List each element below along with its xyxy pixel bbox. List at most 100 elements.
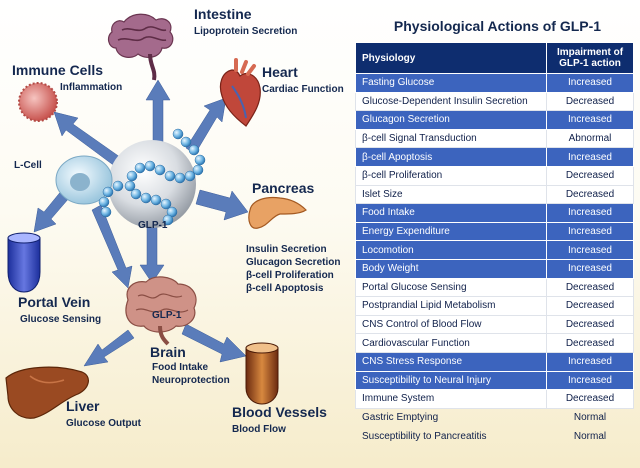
brain-function-2: Neuroprotection [152,375,230,386]
glp1-brain-label: GLP-1 [152,310,182,321]
header-physiology: Physiology [355,42,547,74]
arrow-to-liver [83,329,135,367]
pancreas-function-3: β-cell Proliferation [246,270,334,281]
blood-vessel-illustration [245,342,279,405]
glp1-bead-chain [98,128,206,226]
blood-vessels-title: Blood Vessels [232,404,327,420]
physiology-cell: Glucagon Secretion [355,110,547,130]
impairment-cell: Decreased [546,389,634,409]
pancreas-title: Pancreas [252,180,315,196]
physiology-cell: Susceptibility to Pancreatitis [362,430,487,442]
header-impairment: Impairment of GLP-1 action [546,42,634,74]
physiology-cell: Energy Expenditure [355,221,547,242]
glp1-organ-diagram [5,13,307,419]
physiology-cell: CNS Control of Blood Flow [355,314,547,335]
physiology-cell: Food Intake [355,203,547,223]
physiology-cell: β-cell Signal Transduction [355,128,547,149]
immune-cells-title: Immune Cells [12,62,104,78]
physiology-cell: Immune System [355,389,547,409]
liver-illustration [5,366,89,419]
impairment-cell: Decreased [546,277,634,298]
physiology-cell: β-cell Apoptosis [355,147,547,167]
impairment-cell: Decreased [546,184,634,205]
impairment-cell: Decreased [546,333,634,353]
physiology-cell: β-cell Proliferation [355,165,547,186]
impairment-cell: Increased [546,258,634,279]
portal-vein-title: Portal Vein [18,294,91,310]
physiology-cell: Portal Glucose Sensing [355,277,547,298]
impairment-cell: Increased [546,110,634,130]
glp1-sphere [108,140,196,228]
arrows [33,79,249,367]
physiology-cell: CNS Stress Response [355,351,547,372]
physiology-cell: Body Weight [355,258,547,279]
impairment-cell: Increased [546,240,634,260]
physiology-cell: Susceptibility to Neural Injury [355,370,547,391]
intestine-illustration [107,13,174,81]
physiology-cell: Postprandial Lipid Metabolism [355,296,547,316]
heart-illustration [219,58,261,127]
immune-cells-function: Inflammation [60,82,123,93]
arrow-to-intestine [145,79,171,151]
physiology-cell: Cardiovascular Function [355,333,547,353]
physiology-cell: Glucose-Dependent Insulin Secretion [355,91,547,112]
arrow-to-portal [33,189,71,233]
pancreas-function-1: Insulin Secretion [246,244,327,255]
impairment-cell: Decreased [546,91,634,112]
heart-function: Cardiac Function [262,84,344,95]
impairment-cell: Increased [546,221,634,242]
impairment-cell: Increased [546,351,634,372]
intestine-title: Intestine [194,6,252,22]
physiology-cell: Gastric Emptying [362,411,439,423]
physiology-cell: Islet Size [355,184,547,205]
arrow-to-immune [53,111,128,171]
brain-function-1: Food Intake [152,362,209,373]
impairment-cell: Decreased [546,165,634,186]
physiology-cell: Fasting Glucose [355,73,547,93]
impairment-cell: Abnormal [546,128,634,149]
physiology-table: Physiology Impairment of GLP-1 action Fa… [355,42,634,446]
impairment-cell: Increased [546,370,634,391]
blood-vessels-function: Blood Flow [232,424,286,435]
immune-cell-illustration [18,82,58,122]
pancreas-function-2: Glucagon Secretion [246,257,341,268]
liver-function: Glucose Output [66,418,141,429]
physiology-cell: Locomotion [355,240,547,260]
arrow-to-vessels [181,323,247,363]
impairment-cell: Normal [573,411,607,423]
table-header-row: Physiology Impairment of GLP-1 action [355,42,634,74]
l-cell-illustration [55,155,113,205]
arrow-to-pancreas [195,189,249,221]
pancreas-function-4: β-cell Apoptosis [246,283,324,294]
impairment-cell: Increased [546,203,634,223]
portal-vein-function: Glucose Sensing [20,314,102,325]
impairment-cell: Decreased [546,314,634,335]
table-row: Gastric Emptying Normal [356,408,634,427]
table-title: Physiological Actions of GLP-1 [393,18,602,34]
portal-vein-illustration [7,232,41,293]
pancreas-illustration [248,196,307,229]
heart-title: Heart [262,64,298,80]
liver-title: Liver [66,398,100,414]
glp1-center-label: GLP-1 [138,220,168,231]
brain-title: Brain [150,344,186,360]
